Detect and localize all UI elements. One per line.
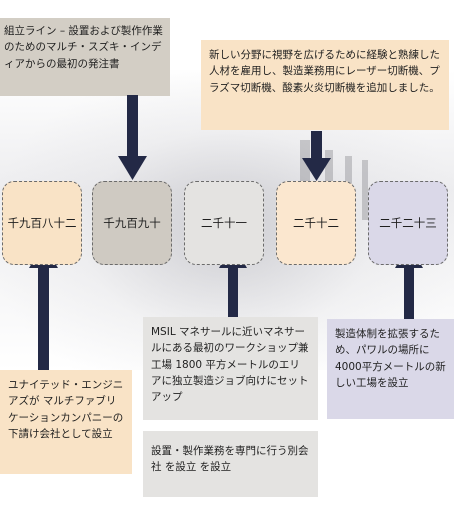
background-post <box>362 160 368 220</box>
year-box-1982: 千九百八十二 <box>2 181 82 265</box>
year-label: 二千十二 <box>293 216 339 230</box>
note-1982: ユナイテッド・エンジニアズが マルチファブリケーションカンパニーの下請け会社とし… <box>0 370 132 474</box>
note-2011-workshop-text: MSIL マネサールに近いマネサールにある最初のワークショップ兼工場 1800 … <box>151 326 309 404</box>
note-1982-text: ユナイテッド・エンジニアズが マルチファブリケーションカンパニーの下請け会社とし… <box>8 379 124 440</box>
note-2011-company: 設置・製作業務を専門に行う別会社 を設立 を設立 <box>143 431 318 497</box>
note-2012-text: 新しい分野に視野を広げるために経験と熟練した人材を雇用し、製造業務用にレーザー切… <box>209 49 440 94</box>
year-box-1990: 千九百九十 <box>92 181 172 265</box>
year-box-2012: 二千十二 <box>276 181 356 265</box>
year-label: 二千十一 <box>201 216 247 230</box>
year-box-2011: 二千十一 <box>184 181 264 265</box>
note-1990-text: 組立ライン – 設置および製作作業のためのマルチ・スズキ・インディアからの最初の… <box>4 25 163 70</box>
note-1990: 組立ライン – 設置および製作作業のためのマルチ・スズキ・インディアからの最初の… <box>0 18 170 96</box>
year-label: 二千二十三 <box>379 216 437 230</box>
arrow-down-2012 <box>302 131 331 181</box>
year-label: 千九百九十 <box>103 216 161 230</box>
note-2011-company-text: 設置・製作業務を専門に行う別会社 を設立 を設立 <box>151 445 309 474</box>
arrow-down-1990 <box>118 95 147 180</box>
note-2011-workshop: MSIL マネサールに近いマネサールにある最初のワークショップ兼工場 1800 … <box>143 317 318 420</box>
year-box-2023: 二千二十三 <box>368 181 448 265</box>
note-2023: 製造体制を拡張するため、パワルの場所に4000平方メートルの新しい工場を設立 <box>327 319 454 419</box>
note-2012: 新しい分野に視野を広げるために経験と熟練した人材を雇用し、製造業務用にレーザー切… <box>201 40 449 130</box>
note-2023-text: 製造体制を拡張するため、パワルの場所に4000平方メートルの新しい工場を設立 <box>335 328 446 389</box>
year-label: 千九百八十二 <box>7 216 77 230</box>
